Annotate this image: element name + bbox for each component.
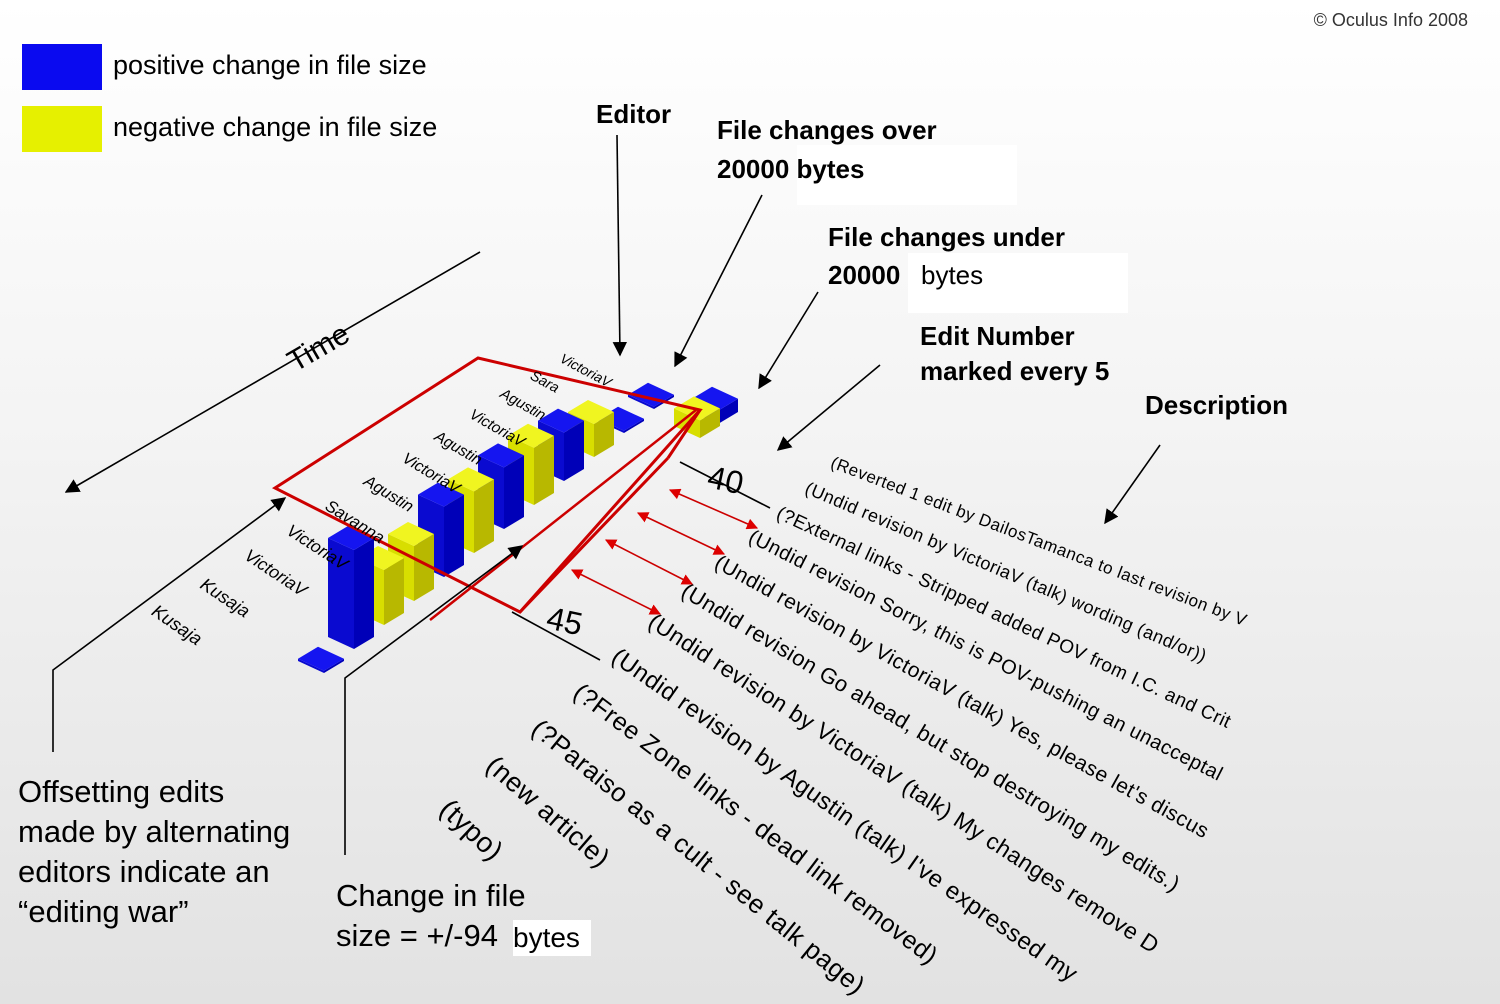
red-arrows [570, 488, 759, 615]
annotation-lines [52, 134, 1161, 855]
under-annotation-line1: File changes under [828, 222, 1065, 252]
legend-label-negative: negative change in file size [113, 112, 438, 142]
bar-face [388, 522, 434, 546]
offsetting-line: Offsetting edits [18, 774, 225, 809]
bar-face [298, 646, 344, 671]
under-arrow [758, 291, 819, 390]
edit-marker-40: 40 [705, 459, 747, 502]
red-diagonal [429, 409, 697, 621]
edit-number-arrow [776, 364, 881, 451]
over-annotation-line2: 20000 bytes [717, 154, 865, 184]
description-arrow [1104, 444, 1161, 525]
bar-face [568, 400, 614, 424]
legend-swatch-negative [22, 106, 102, 152]
legend-swatch-positive [22, 44, 102, 90]
time-arrow [64, 251, 481, 493]
description-annotation: Description [1145, 390, 1289, 420]
bar-face [324, 658, 344, 673]
bar-face [478, 443, 524, 468]
label-backdrop [797, 145, 1017, 205]
bar-face [624, 418, 644, 433]
legend-label-positive: positive change in file size [113, 50, 427, 80]
bar-face [538, 408, 584, 433]
offsetting-line: editors indicate an [18, 854, 270, 889]
bar-face [718, 398, 738, 424]
under-annotation-line2b: bytes [921, 260, 984, 290]
offsetting-annotation: Offsetting edits made by alternating edi… [18, 772, 290, 932]
tick-40 [679, 461, 771, 509]
bar-face [474, 479, 494, 553]
change-annotation-line1: Change in file [336, 878, 526, 913]
editing-war-outline [271, 356, 703, 621]
bar-face [564, 420, 584, 481]
edit-number-line1: Edit Number [920, 321, 1075, 351]
bars-group [298, 382, 738, 673]
double-arrow [605, 539, 693, 585]
bar-face [384, 558, 404, 625]
editor-arrow [612, 134, 628, 357]
bar-face [508, 423, 554, 448]
bar-face [594, 412, 614, 457]
bar-face [298, 658, 324, 673]
double-arrow [668, 488, 759, 530]
bar-face [628, 394, 654, 409]
red-outline-edge [666, 409, 702, 459]
bar-face [444, 494, 464, 577]
edit-number-line2: marked every 5 [920, 356, 1110, 386]
change-annotation-line2a: size = +/-94 [336, 918, 498, 953]
edit-marker-45: 45 [544, 600, 586, 643]
bar-face [418, 482, 464, 507]
editor-annotation: Editor [596, 99, 672, 129]
change-annotation-line2b: bytes [513, 920, 591, 956]
bar-face [414, 534, 434, 601]
over-annotation-line1: File changes over [717, 115, 937, 145]
bar-face [448, 467, 494, 492]
edit-bar [328, 526, 374, 649]
under-annotation-line2a: 20000 [828, 260, 901, 290]
label-backdrop [908, 253, 1128, 313]
copyright: © Oculus Info 2008 [1313, 10, 1468, 30]
double-arrow [570, 569, 662, 615]
over-arrow [674, 194, 763, 368]
red-outline-edge [518, 456, 670, 614]
bar-face [328, 538, 354, 649]
bar-face [354, 538, 374, 649]
offsetting-line: “editing war” [18, 894, 189, 929]
bar-face [692, 386, 738, 411]
double-arrow [636, 512, 726, 555]
bar-face [534, 435, 554, 505]
offsetting-line: made by alternating [18, 814, 291, 849]
bar-face [504, 455, 524, 529]
offsetting-arrow [52, 497, 287, 752]
edit-bar [298, 646, 344, 673]
bar-face [700, 408, 720, 438]
tick-45 [511, 611, 601, 661]
change-arrow [344, 545, 524, 855]
bar-face [328, 526, 374, 550]
